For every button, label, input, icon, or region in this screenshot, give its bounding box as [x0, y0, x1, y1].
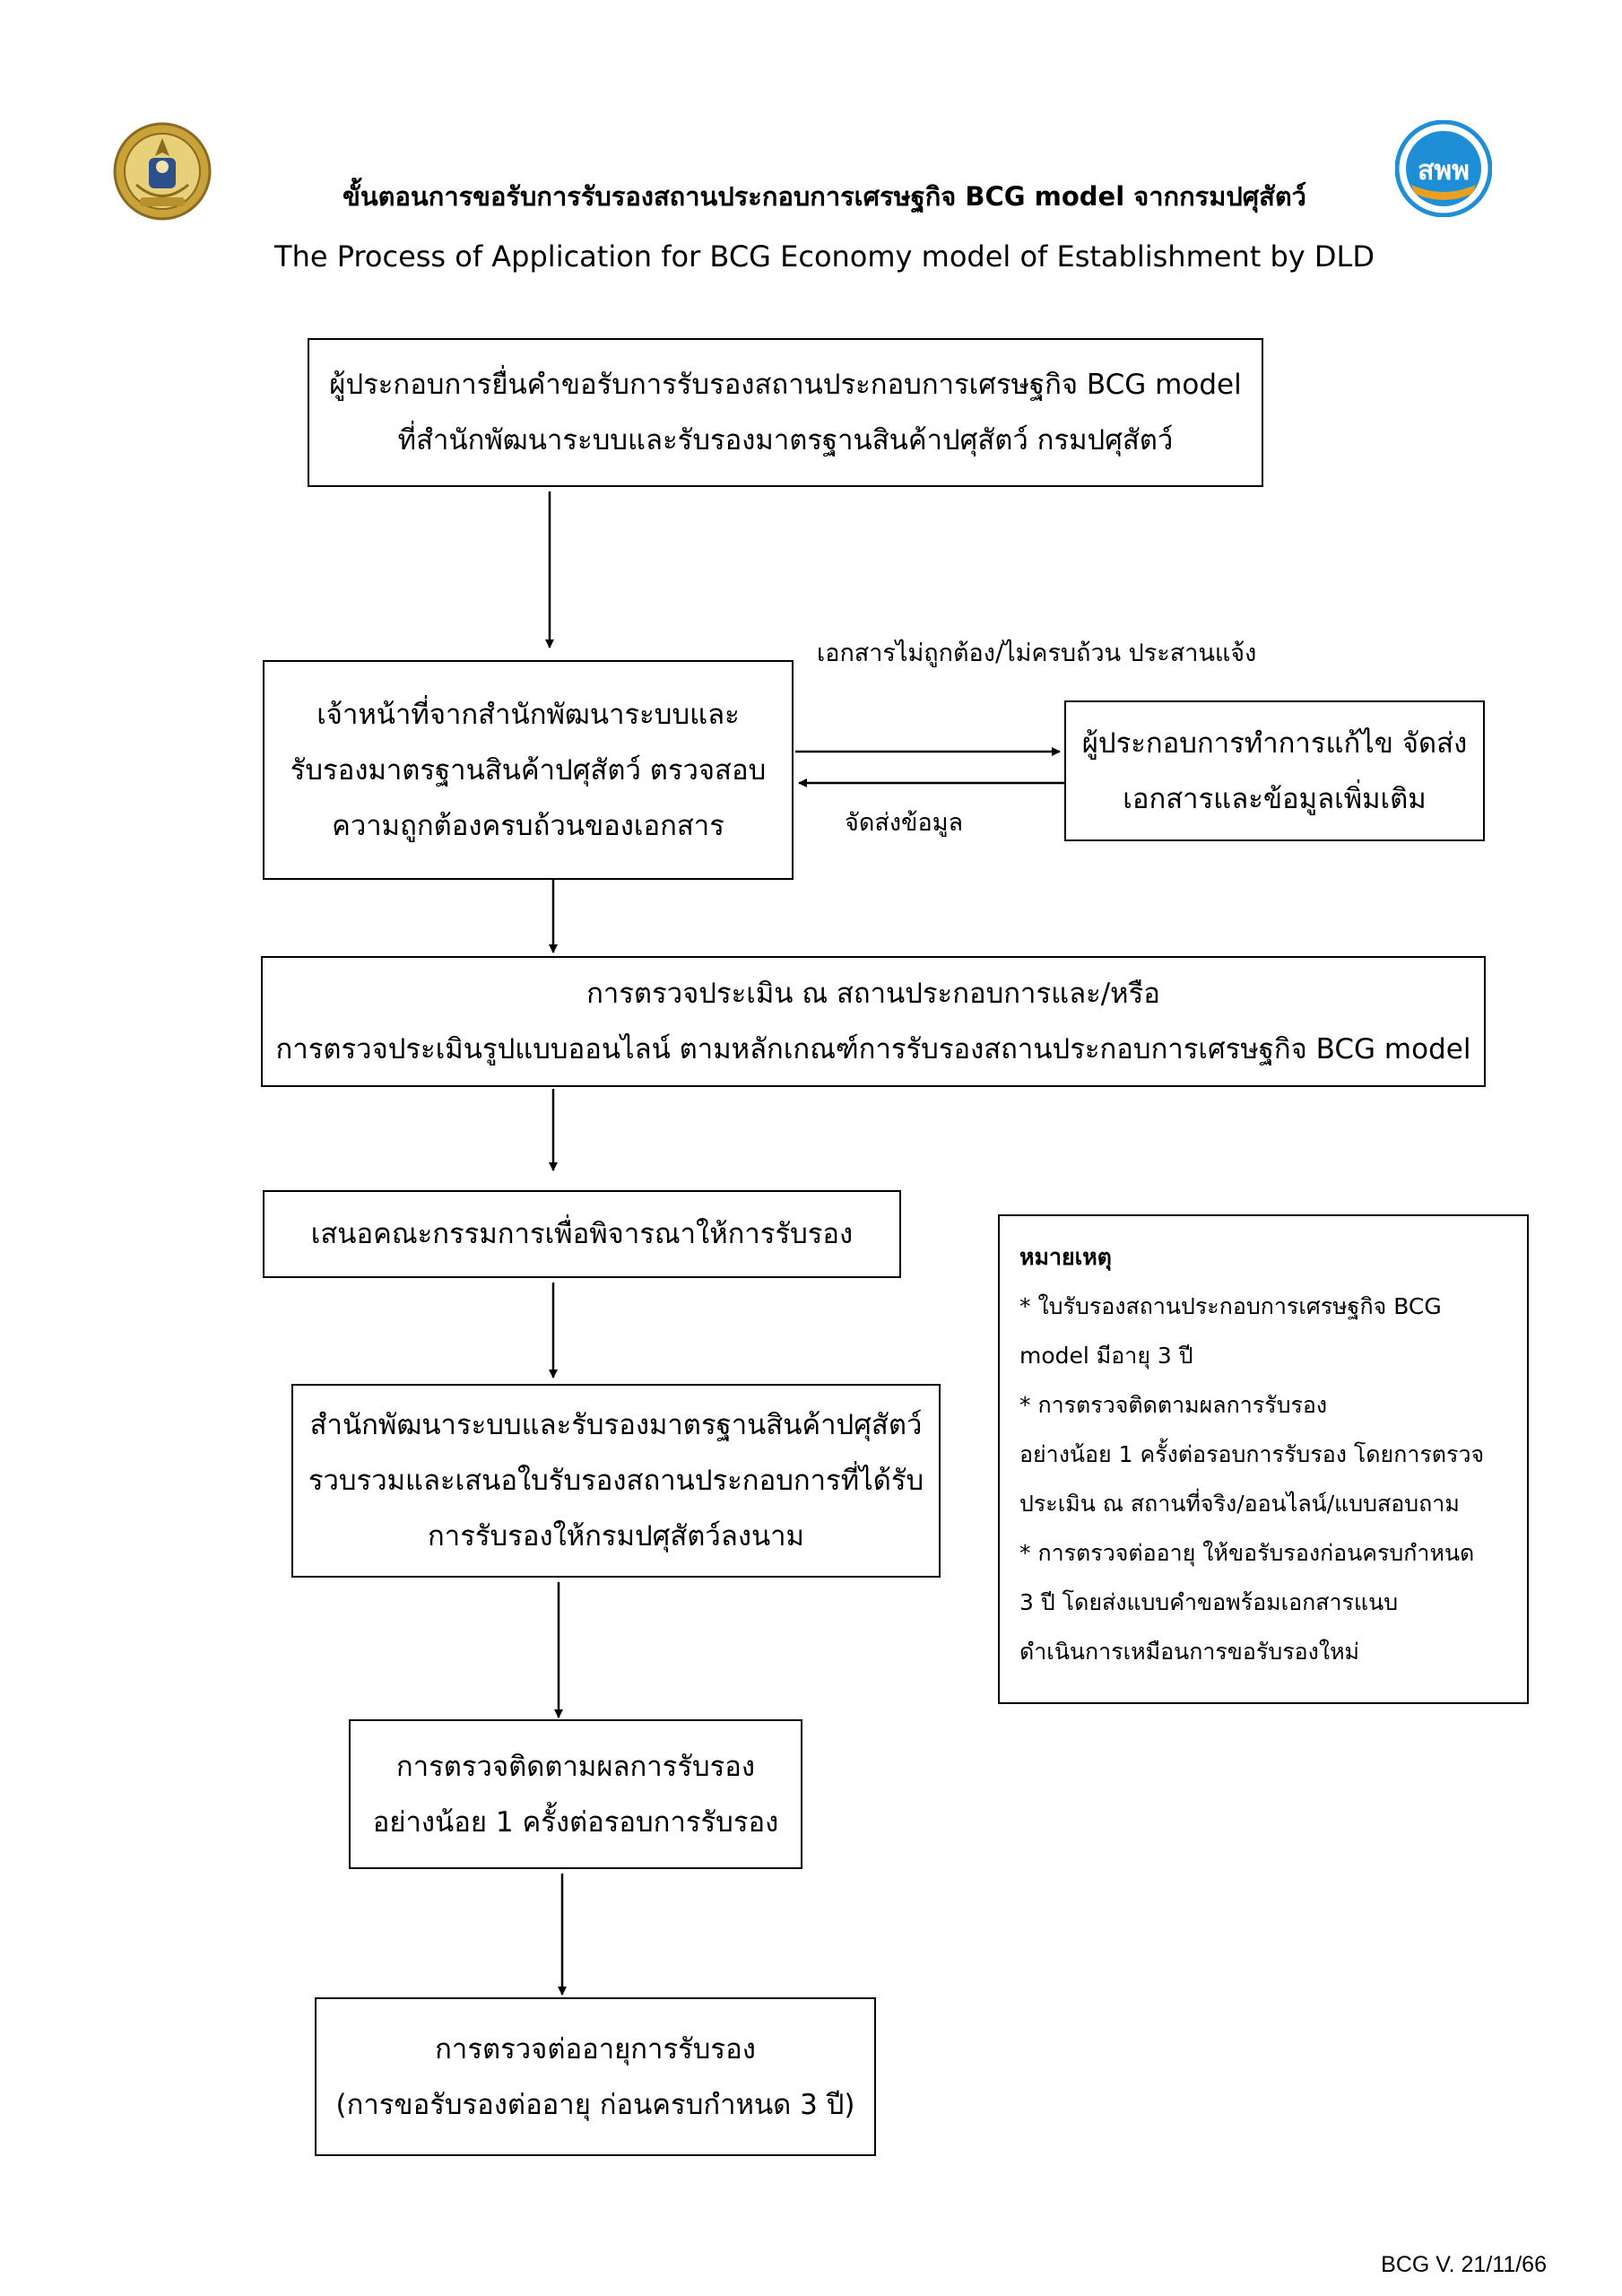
- step5-line2: รวบรวมและเสนอใบรับรองสถานประกอบการที่ได้…: [308, 1465, 924, 1497]
- step1-line2: ที่สำนักพัฒนาระบบและรับรองมาตรฐานสินค้าป…: [397, 424, 1174, 457]
- step7-line1: การตรวจต่ออายุการรับรอง: [435, 2032, 756, 2066]
- dld-agency-logo: สพพ: [1394, 119, 1493, 218]
- title-english: The Process of Application for BCG Econo…: [274, 239, 1375, 274]
- step5-line3: การรับรองให้กรมปศุสัตว์ลงนาม: [428, 1520, 804, 1552]
- step1-line1: ผู้ประกอบการยื่นคำขอรับการรับรองสถานประก…: [329, 369, 1242, 401]
- step7-line2: (การขอรับรองต่ออายุ ก่อนครบกำหนด 3 ปี): [335, 2088, 855, 2121]
- step3-line1: การตรวจประเมิน ณ สถานประกอบการและ/หรือ: [586, 978, 1160, 1010]
- step-committee: เสนอคณะกรรมการเพื่อพิจารณาให้การรับรอง: [263, 1190, 901, 1278]
- step2-line1: เจ้าหน้าที่จากสำนักพัฒนาระบบและ: [317, 698, 740, 731]
- side-line1: ผู้ประกอบการทำการแก้ไข จัดส่ง: [1081, 726, 1468, 760]
- step6-line1: การตรวจติดตามผลการรับรอง: [395, 1750, 756, 1783]
- remarks-line: ดำเนินการเหมือนการขอรับรองใหม่: [1019, 1639, 1360, 1665]
- remarks-line: อย่างน้อย 1 ครั้งต่อรอบการรับรอง โดยการต…: [1019, 1441, 1485, 1467]
- remarks-line: * การตรวจต่ออายุ ให้ขอรับรองก่อนครบกำหนด: [1019, 1540, 1475, 1566]
- step2-line3: ความถูกต้องครบถ้วนของเอกสาร: [332, 809, 724, 842]
- step4-line1: เสนอคณะกรรมการเพื่อพิจารณาให้การรับรอง: [310, 1218, 854, 1250]
- step-surveillance: การตรวจติดตามผลการรับรอง อย่างน้อย 1 ครั…: [349, 1719, 802, 1869]
- remarks-line: 3 ปี โดยส่งแบบคำขอพร้อมเอกสารแนบ: [1019, 1589, 1399, 1615]
- label-send-data: จัดส่งข้อมูล: [845, 809, 964, 837]
- remarks-box: หมายเหตุ * ใบรับรองสถานประกอบการเศรษฐกิจ…: [998, 1214, 1529, 1704]
- step-assessment: การตรวจประเมิน ณ สถานประกอบการและ/หรือ ก…: [261, 956, 1486, 1087]
- side-line2: เอกสารและข้อมูลเพิ่มเติม: [1123, 782, 1427, 815]
- remarks-line: model มีอายุ 3 ปี: [1019, 1343, 1193, 1369]
- title-thai: ขั้นตอนการขอรับการรับรองสถานประกอบการเศร…: [343, 181, 1306, 212]
- step5-line1: สำนักพัฒนาระบบและรับรองมาตรฐานสินค้าปศุส…: [309, 1409, 923, 1441]
- version-footer: BCG V. 21/11/66: [1381, 2252, 1547, 2277]
- step-certificate-signing: สำนักพัฒนาระบบและรับรองมาตรฐานสินค้าปศุส…: [291, 1384, 941, 1578]
- step2-line2: รับรองมาตรฐานสินค้าปศุสัตว์ ตรวจสอบ: [290, 753, 767, 787]
- dld-logo-text: สพพ: [1418, 155, 1470, 187]
- step-applicant-revision: ผู้ประกอบการทำการแก้ไข จัดส่ง เอกสารและข…: [1064, 700, 1485, 841]
- ministry-seal-logo: [113, 122, 212, 221]
- step-submit-application: ผู้ประกอบการยื่นคำขอรับการรับรองสถานประก…: [308, 338, 1263, 487]
- label-incomplete-documents: เอกสารไม่ถูกต้อง/ไม่ครบถ้วน ประสานแจ้ง: [817, 639, 1257, 667]
- remarks-title: หมายเหตุ: [1019, 1244, 1112, 1270]
- step-document-check: เจ้าหน้าที่จากสำนักพัฒนาระบบและ รับรองมา…: [263, 660, 794, 880]
- step3-line2: การตรวจประเมินรูปแบบออนไลน์ ตามหลักเกณฑ์…: [275, 1033, 1471, 1065]
- remarks-line: * การตรวจติดตามผลการรับรอง: [1019, 1392, 1328, 1418]
- step-renewal: การตรวจต่ออายุการรับรอง (การขอรับรองต่ออ…: [315, 1997, 876, 2156]
- remarks-line: * ใบรับรองสถานประกอบการเศรษฐกิจ BCG: [1019, 1293, 1442, 1319]
- remarks-line: ประเมิน ณ สถานที่จริง/ออนไลน์/แบบสอบถาม: [1019, 1491, 1460, 1517]
- step6-line2: อย่างน้อย 1 ครั้งต่อรอบการรับรอง: [372, 1805, 779, 1839]
